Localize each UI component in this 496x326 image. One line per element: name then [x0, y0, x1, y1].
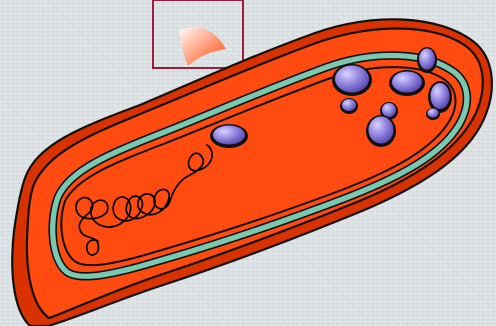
- ribosome-icon: [340, 98, 358, 114]
- ribosome-icon: [389, 70, 425, 96]
- ribosome-icon: [210, 124, 248, 148]
- ribosome-icon: [366, 115, 396, 147]
- ribosome-icon: [426, 108, 440, 120]
- flagellum-icon: [179, 27, 226, 66]
- ribosome-icon: [332, 64, 372, 96]
- ribosome-icon: [417, 47, 437, 73]
